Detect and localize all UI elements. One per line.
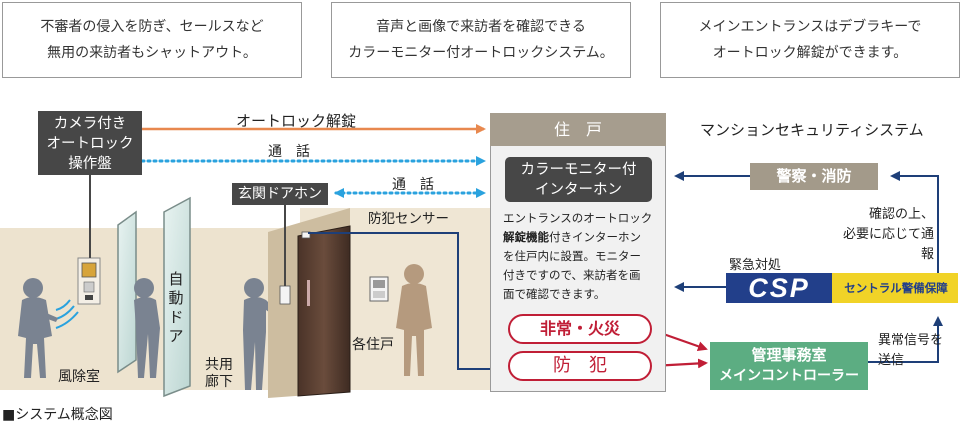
- figure-caption: ■システム概念図: [2, 407, 113, 423]
- doorphone-connector: [284, 205, 286, 286]
- glass-panel-left: [117, 210, 137, 374]
- csp-logo: CSP セントラル警備保障: [726, 273, 958, 303]
- top-box-3-line1: メインエントランスはデブラキーで: [698, 19, 922, 35]
- management-line2: メインコントローラー: [719, 368, 859, 384]
- call-label-2: 通 話: [392, 177, 434, 193]
- top-box-1-line1: 不審者の侵入を防ぎ、セールスなど: [40, 19, 264, 35]
- corridor-line1: 共用: [205, 357, 233, 373]
- desc-line-5: 面で確認できます。: [503, 287, 606, 301]
- glass-panel-right: [163, 196, 191, 398]
- crime-prevention-pill: 防 犯: [508, 351, 652, 381]
- camera-panel-line3: 操作盤: [68, 156, 112, 172]
- csp-to-police-arrow: [890, 171, 939, 276]
- management-line1: 管理事務室: [751, 346, 827, 364]
- abnormal-line1: 異常信号を: [878, 333, 944, 348]
- emergency-fire-pill: 非常・火災: [508, 314, 652, 344]
- top-box-3: メインエントランスはデブラキーでオートロック解錠ができます。: [660, 2, 960, 78]
- auto-door-char-3: ド: [168, 308, 184, 326]
- dwelling-description: エントランスのオートロック 解錠機能付きインターホン を住戸内に設置。モニター …: [503, 209, 663, 304]
- auto-door-char-4: ア: [168, 327, 184, 345]
- each-unit-label: 各住戸: [352, 337, 394, 353]
- panel-connector: [89, 175, 91, 258]
- top-box-1-line2: 無用の来訪者もシャットアウト。: [47, 45, 257, 61]
- auto-door-label: 自 動 ド ア: [168, 270, 184, 346]
- sensor-line: [308, 232, 522, 374]
- person-unit: [396, 264, 432, 376]
- sensor-label: 防犯センサー: [368, 211, 449, 227]
- monitor-intercom-box: カラーモニター付 インターホン: [505, 157, 652, 202]
- csp-logo-mark: CSP: [726, 273, 832, 303]
- sensor-unit: [301, 231, 311, 239]
- abnormal-signal-text: 異常信号を 送信: [878, 331, 943, 371]
- camera-panel-line2: オートロック: [46, 136, 134, 152]
- entrance-door: [297, 225, 351, 397]
- corridor-label: 共用 廊下: [205, 357, 233, 391]
- top-box-3-line2: オートロック解錠ができます。: [712, 45, 908, 61]
- auto-door-char-2: 動: [168, 289, 184, 307]
- person-autodoor: [134, 278, 160, 378]
- confirm-text: 確認の上、 必要に応じて通報: [834, 205, 934, 265]
- camera-panel-line1: カメラ付き: [53, 116, 127, 132]
- person-windbreak: [18, 278, 58, 378]
- person-doorphone: [243, 278, 276, 390]
- top-box-2: 音声と画像で来訪者を確認できるカラーモニター付オートロックシステム。: [331, 2, 631, 78]
- desc-line-2: 解錠機能付きインターホン: [503, 230, 641, 244]
- desc-line-3: を住戸内に設置。モニター: [503, 249, 641, 263]
- monitor-line1: カラーモニター付: [520, 162, 637, 178]
- top-box-2-line1: 音声と画像で来訪者を確認できる: [376, 19, 586, 35]
- police-fire-box: 警察・消防: [750, 163, 878, 190]
- emergency-response-label: 緊急対処: [729, 258, 782, 273]
- abnormal-line2: 送信: [878, 353, 905, 368]
- csp-company-name: セントラル警備保障: [844, 281, 948, 295]
- windbreak-label: 風除室: [58, 369, 100, 385]
- confirm-line1: 確認の上、: [868, 207, 934, 222]
- call-label-1: 通 話: [268, 144, 310, 160]
- door-phone-unit: [279, 285, 291, 305]
- top-box-2-line2: カラーモニター付オートロックシステム。: [348, 45, 614, 61]
- management-to-csp-arrow: [868, 316, 943, 363]
- desc-line-1: エントランスのオートロック: [503, 211, 653, 225]
- camera-panel-label: カメラ付き オートロック 操作盤: [38, 111, 142, 175]
- confirm-line2: 必要に応じて通報: [842, 227, 934, 262]
- monitor-line2: インターホン: [535, 182, 622, 198]
- dwelling-header: 住 戸: [490, 113, 666, 146]
- system-title: マンションセキュリティシステム: [700, 121, 924, 139]
- desc-line-4: 付きですので、来訪者を画: [503, 268, 641, 282]
- autolock-label: オートロック解錠: [236, 112, 357, 130]
- management-office-box: 管理事務室 メインコントローラー: [710, 342, 868, 390]
- auto-door-char-1: 自: [168, 270, 184, 288]
- corridor-line2: 廊下: [205, 374, 233, 390]
- door-phone-label: 玄関ドアホン: [232, 183, 328, 205]
- top-box-1: 不審者の侵入を防ぎ、セールスなど無用の来訪者もシャットアウト。: [2, 2, 302, 78]
